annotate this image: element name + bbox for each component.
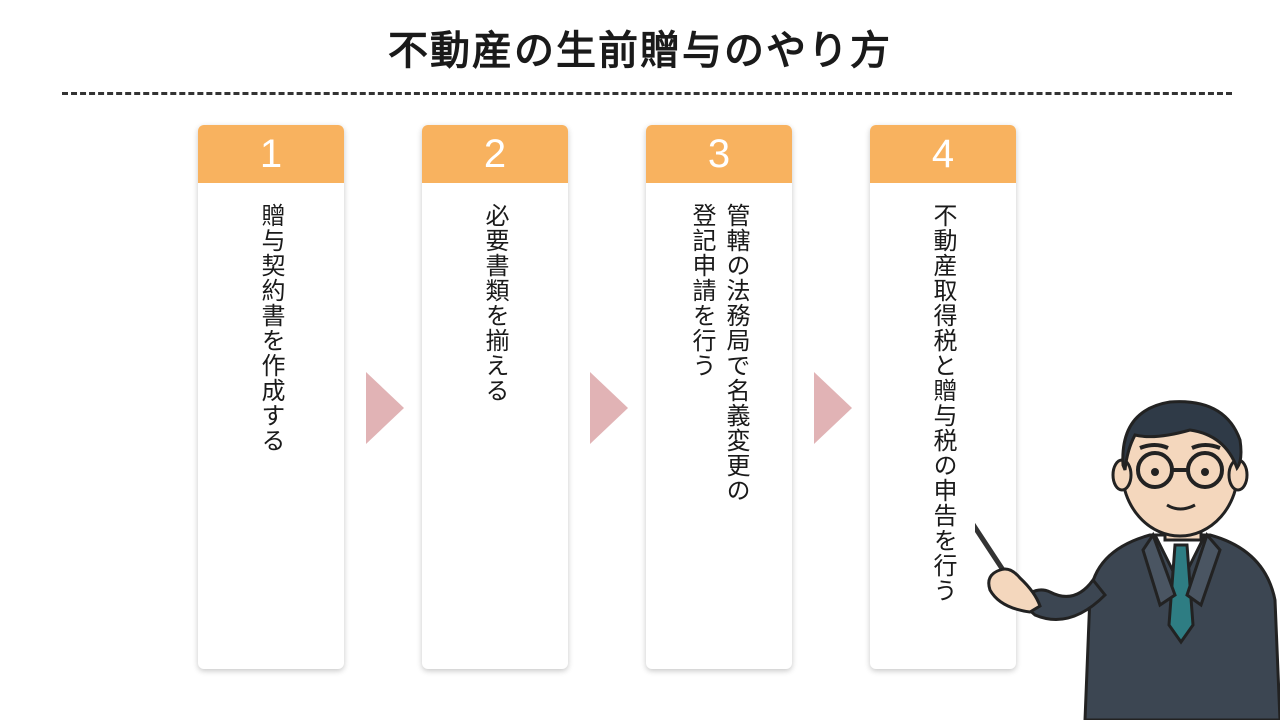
- businessman-illustration: [975, 400, 1280, 720]
- step-card-2: 2 必要書類を揃える: [422, 125, 568, 669]
- arrow-right-icon: [366, 372, 404, 444]
- arrow-right-icon: [590, 372, 628, 444]
- step-text-1: 贈与契約書を作成する: [257, 203, 285, 453]
- step-number-2: 2: [422, 125, 568, 183]
- dashed-divider: [62, 92, 1232, 95]
- step-text-3: 管轄の法務局で名義変更の 登記申請を行う: [688, 203, 750, 503]
- step-number-4: 4: [870, 125, 1016, 183]
- step-card-4: 4 不動産取得税と贈与税の申告を行う: [870, 125, 1016, 669]
- step-card-3: 3 管轄の法務局で名義変更の 登記申請を行う: [646, 125, 792, 669]
- step-number-3: 3: [646, 125, 792, 183]
- arrow-right-icon: [814, 372, 852, 444]
- step-number-1: 1: [198, 125, 344, 183]
- step-text-2: 必要書類を揃える: [481, 203, 509, 403]
- page-title: 不動産の生前贈与のやり方: [388, 28, 892, 74]
- step-text-4: 不動産取得税と贈与税の申告を行う: [929, 203, 957, 603]
- step-card-1: 1 贈与契約書を作成する: [198, 125, 344, 669]
